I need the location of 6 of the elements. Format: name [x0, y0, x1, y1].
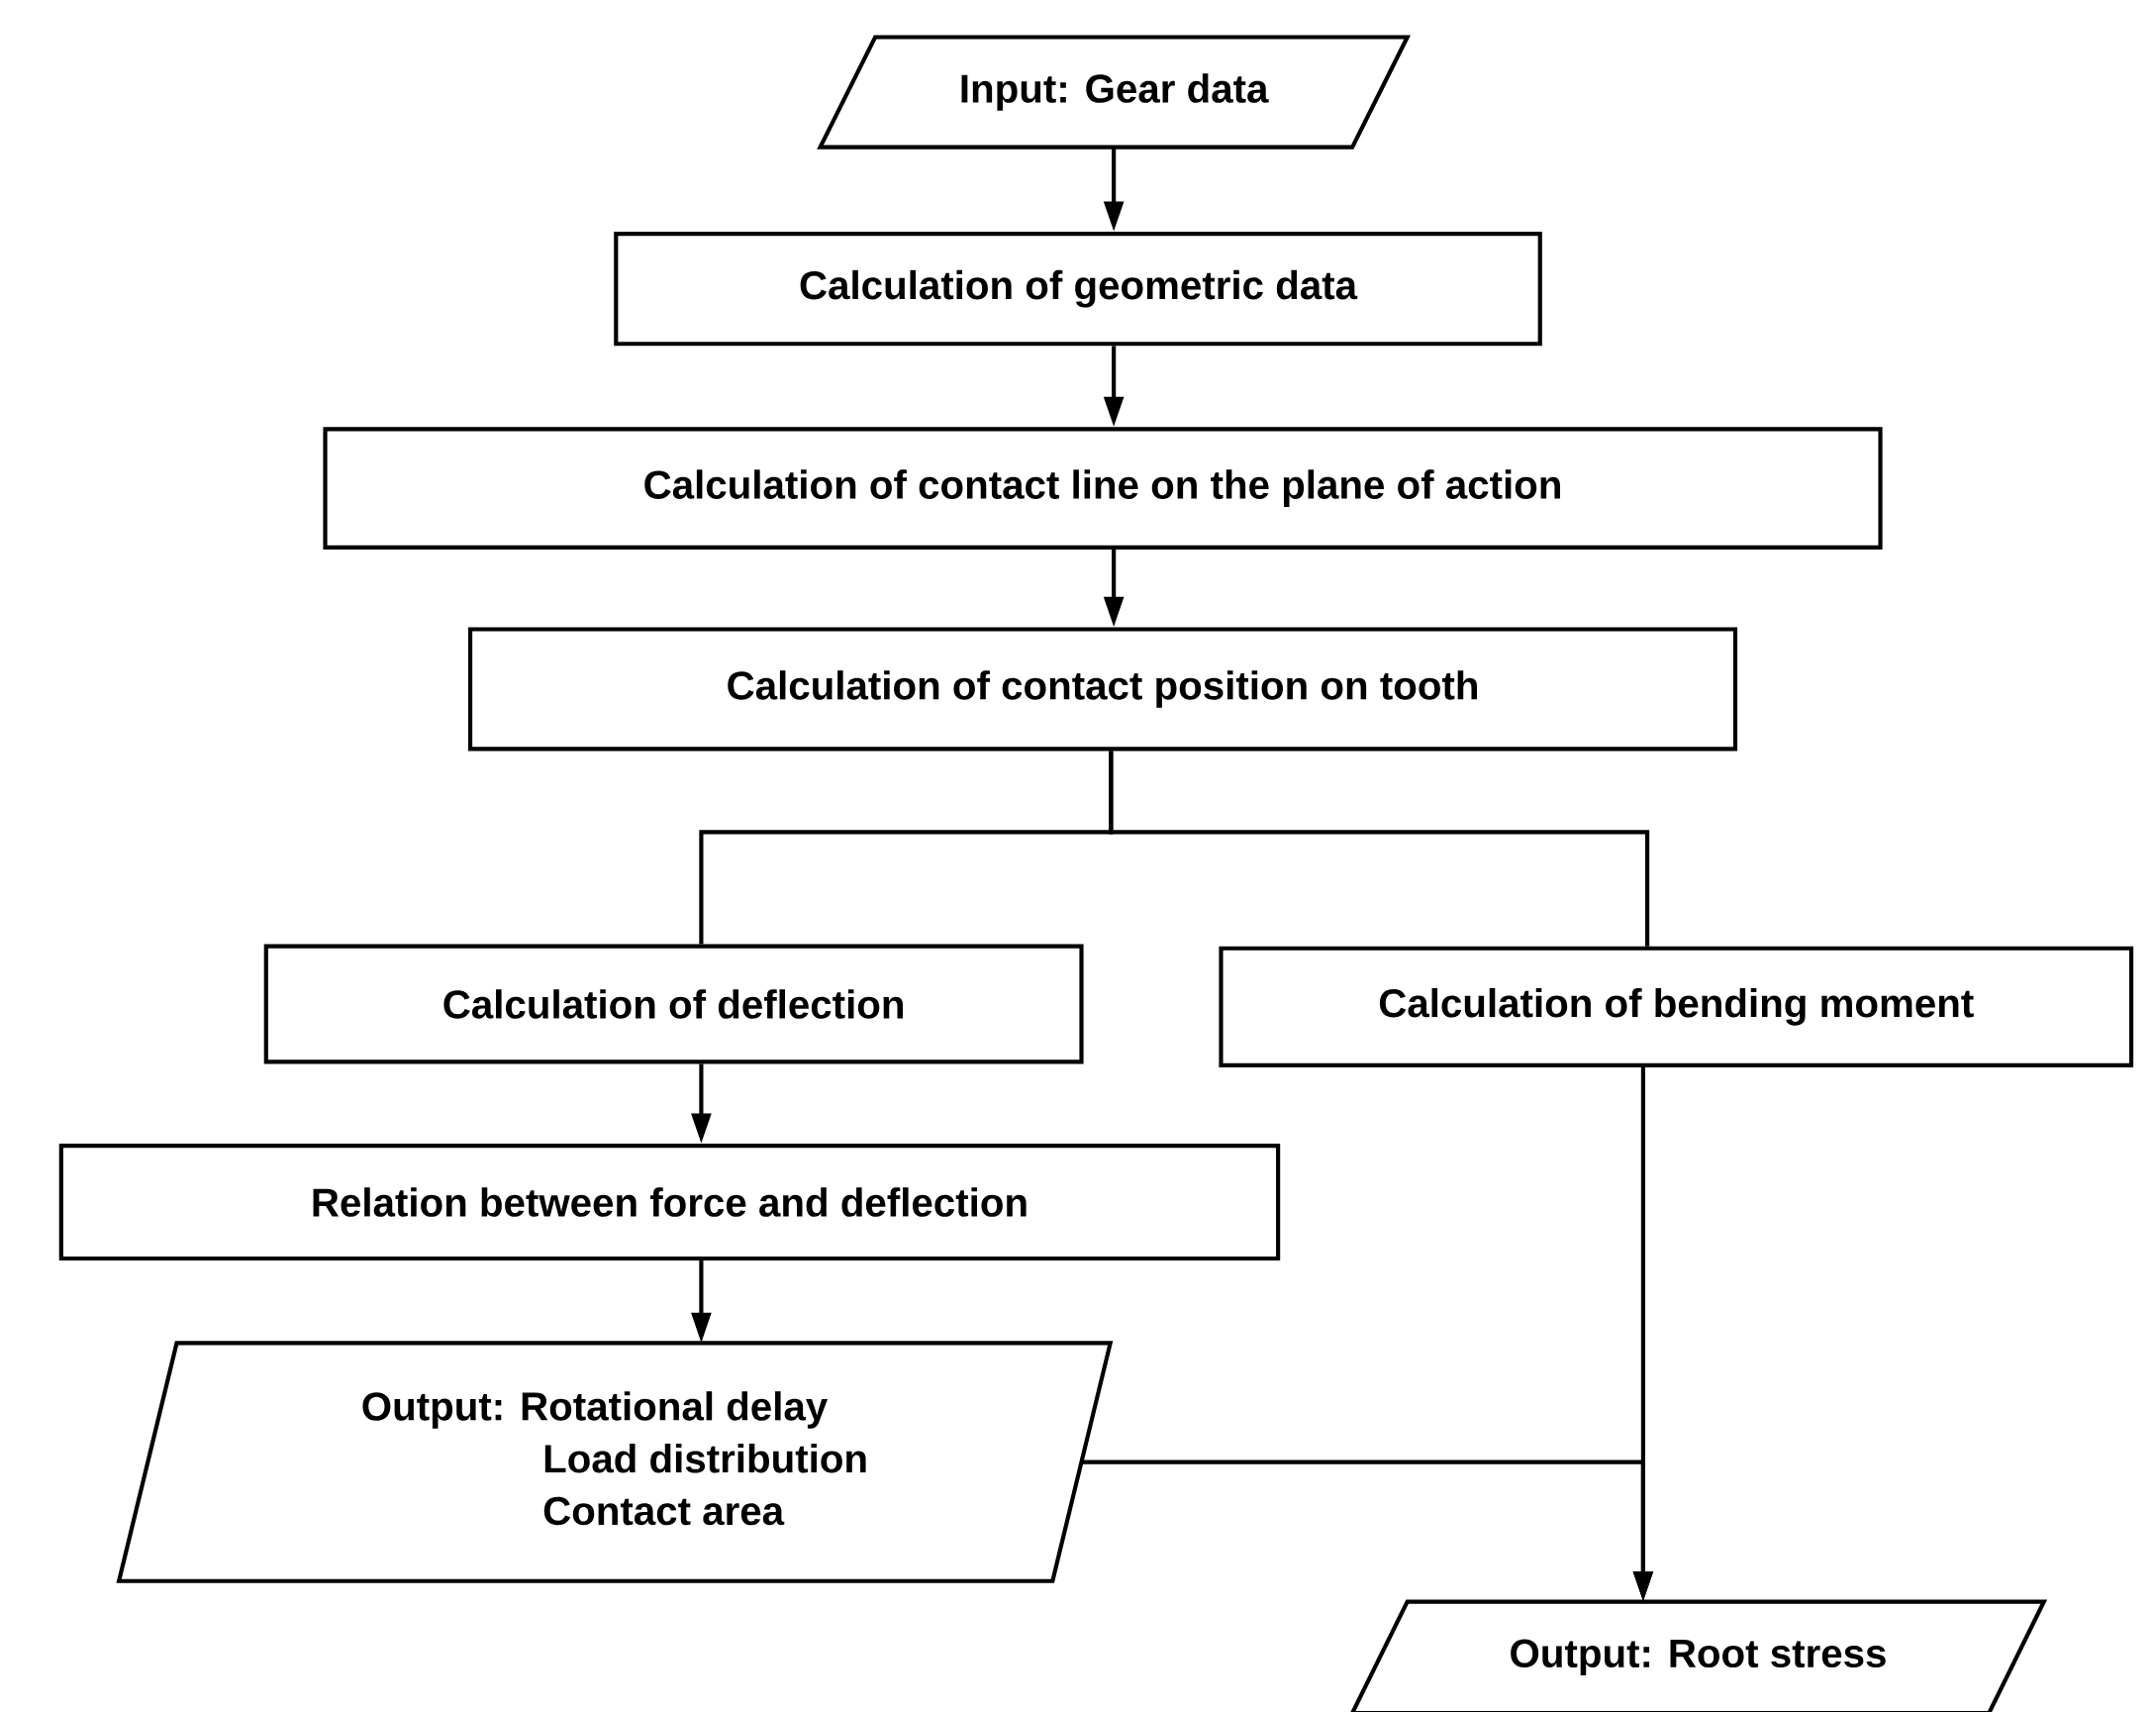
process-box: Calculation of geometric data: [614, 231, 1542, 347]
process-box: Relation between force and deflection: [58, 1143, 1281, 1260]
process-box: Calculation of bending moment: [1219, 946, 2134, 1067]
process-box: Calculation of contact line on the plane of action: [323, 427, 1883, 550]
process-box: Calculation of deflection: [263, 944, 1084, 1064]
process-box: Calculation of contact position on tooth: [467, 627, 1738, 752]
